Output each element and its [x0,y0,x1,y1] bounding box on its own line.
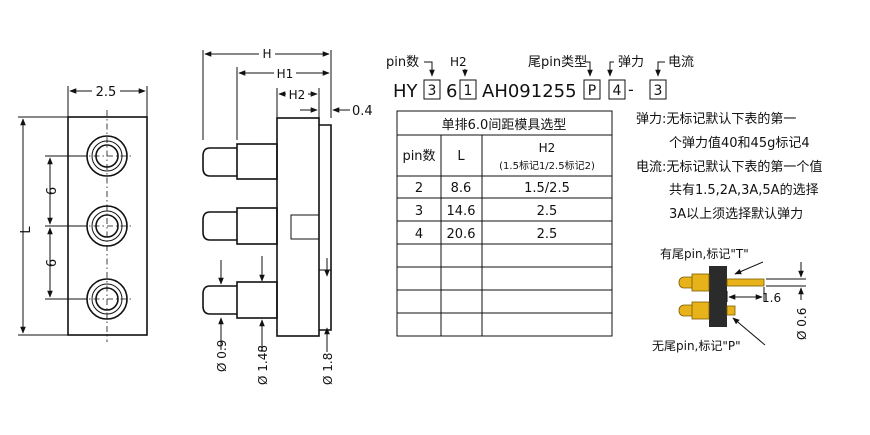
upper-pin-tail [726,278,765,287]
note-line-2: 个弹力值40和45g标记4 [669,135,810,151]
svg-text:3: 3 [654,83,663,99]
code-box-tail-type [583,79,601,100]
side-pin-1 [202,143,278,180]
side-pin-2 [202,207,278,245]
code-box-spring [608,79,626,100]
side-view: H H1 H2 0.4 Ø 0.9 Ø 1.48 Ø 1.8 [202,45,373,385]
diameter-0.9-label: Ø 0.9 [215,340,229,372]
left-view: 2.5 6 6 L [18,82,148,342]
table-cell: 20.6 [447,227,476,242]
thickness-0.4-label: 0.4 [352,104,373,119]
code-box-current [649,79,667,100]
code-box-h2 [459,79,477,100]
note-line-4: 共有1.5,2A,3A,5A的选择 [669,182,819,198]
svg-text:4: 4 [613,83,622,99]
diameter-0.6-label: Ø 0.6 [795,308,809,340]
table-cell: 2 [415,181,423,196]
length-1.6-label: 1.6 [762,291,781,305]
diameter-1.48-label: Ø 1.48 [256,345,270,385]
pin-count-label: pin数 [386,55,419,70]
table-header-pin: pin数 [402,149,435,164]
code-box-pin-count [423,79,441,100]
table-cell: 14.6 [447,204,476,219]
svg-text:P: P [588,83,596,99]
svg-text:1: 1 [464,83,473,99]
H1-label: H1 [277,67,294,81]
hole-middle [80,205,134,247]
lower-pin-stub [726,305,736,316]
code-pitch: 6 [446,81,457,102]
table-cell: 4 [415,227,423,242]
table-cell: 8.6 [451,181,472,196]
code-prefix: HY [393,81,419,102]
table-cell: 2.5 [537,227,558,242]
side-pin-3 [202,281,278,319]
insulator-block [709,266,727,327]
tail-pin-diagram: 有尾pin,标记"T" 1.6 Ø 0.6 无尾pin,标记"P" [652,247,809,353]
selection-table: 单排6.0间距模具选型 pin数 L H2 (1.5标记1/2.5标记2) 2 … [396,110,613,337]
side-tab [319,124,332,331]
pitch-label-1: 6 [45,187,60,195]
diameter-1.8-label: Ø 1.8 [321,353,335,385]
table-cell: 2.5 [537,204,558,219]
part-code: pin数 H2 尾pin类型 弹力 电流 HY 3 6 1 AH091255 P… [386,55,694,102]
table-header-L: L [457,149,465,164]
tail-pin-type-label: 尾pin类型 [528,55,587,70]
table-header-H2: H2 [539,141,556,155]
spring-force-label: 弹力 [618,55,644,70]
svg-text:3: 3 [428,83,437,99]
length-label: L [19,226,34,234]
H2-label: H2 [289,88,306,102]
table-cell: 1.5/2.5 [524,181,570,196]
width-label: 2.5 [96,85,117,100]
h2-code-label: H2 [450,55,467,69]
notes: 弹力:无标记默认下表的第一 个弹力值40和45g标记4 电流:无标记默认下表的第… [636,111,822,222]
table-title: 单排6.0间距模具选型 [442,118,567,133]
pitch-label-2: 6 [45,259,60,267]
code-middle: AH091255 [482,81,577,102]
note-line-1: 弹力:无标记默认下表的第一 [636,111,796,127]
note-line-3: 电流:无标记默认下表的第一个值 [636,159,822,175]
H-label: H [262,47,271,61]
table-header-H2-note: (1.5标记1/2.5标记2) [499,160,595,172]
table-cell: 3 [415,204,423,219]
code-dash: - [628,80,634,99]
with-tail-label: 有尾pin,标记"T" [660,247,749,261]
note-line-5: 3A以上须选择默认弹力 [669,206,803,222]
current-label: 电流 [668,55,694,70]
side-body [276,117,320,337]
without-tail-label: 无尾pin,标记"P" [652,339,741,353]
